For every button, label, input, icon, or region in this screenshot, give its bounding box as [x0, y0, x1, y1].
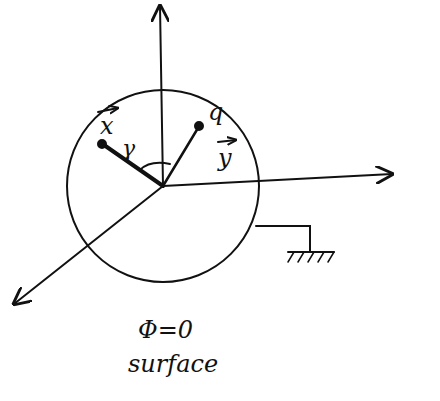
- horizontal-axis: [163, 174, 392, 186]
- ground-wire: [256, 226, 310, 252]
- ground-symbol: [288, 251, 334, 253]
- depth-axis: [14, 186, 163, 304]
- z-axis: [160, 6, 163, 186]
- vector-accent: [98, 108, 118, 112]
- vector-accent: [218, 140, 236, 142]
- charge-dot: [195, 122, 203, 130]
- y-vector: [163, 128, 198, 186]
- angle-arc: [140, 163, 170, 170]
- sphere-outline: [67, 90, 259, 282]
- ground-hatch: [288, 252, 334, 262]
- surface-note: Φ=0: [138, 318, 193, 342]
- surface-note: surface: [128, 352, 218, 376]
- point-dot: [98, 140, 106, 148]
- symbol-label: y: [218, 146, 232, 170]
- symbol-label: q: [208, 100, 223, 124]
- symbol-label: x: [100, 114, 114, 138]
- symbol-label: γ: [122, 138, 135, 160]
